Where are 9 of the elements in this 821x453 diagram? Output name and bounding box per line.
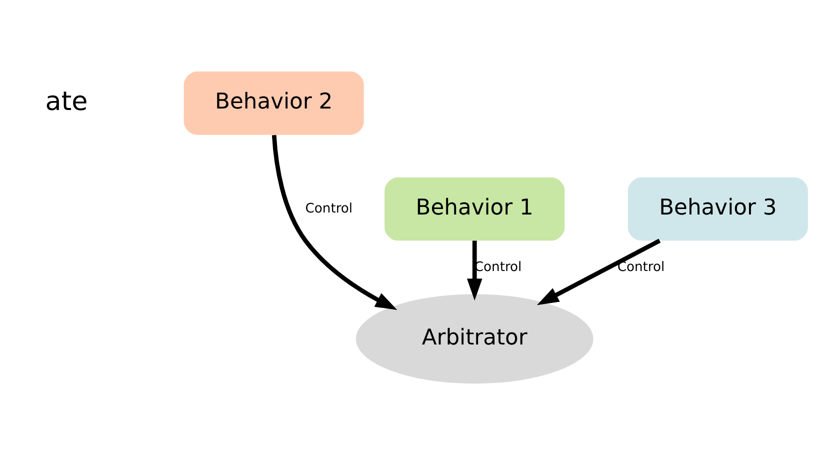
arrow bbox=[272, 134, 398, 310]
arrow bbox=[536, 238, 661, 306]
node-box: Behavior 3 bbox=[628, 177, 808, 241]
edge-label: Control bbox=[305, 201, 353, 216]
label: ate bbox=[45, 86, 88, 117]
edge-label: Control bbox=[617, 260, 665, 275]
node-box: Behavior 1 bbox=[384, 177, 565, 241]
node-box: Behavior 2 bbox=[184, 72, 364, 135]
arrow bbox=[466, 240, 482, 301]
